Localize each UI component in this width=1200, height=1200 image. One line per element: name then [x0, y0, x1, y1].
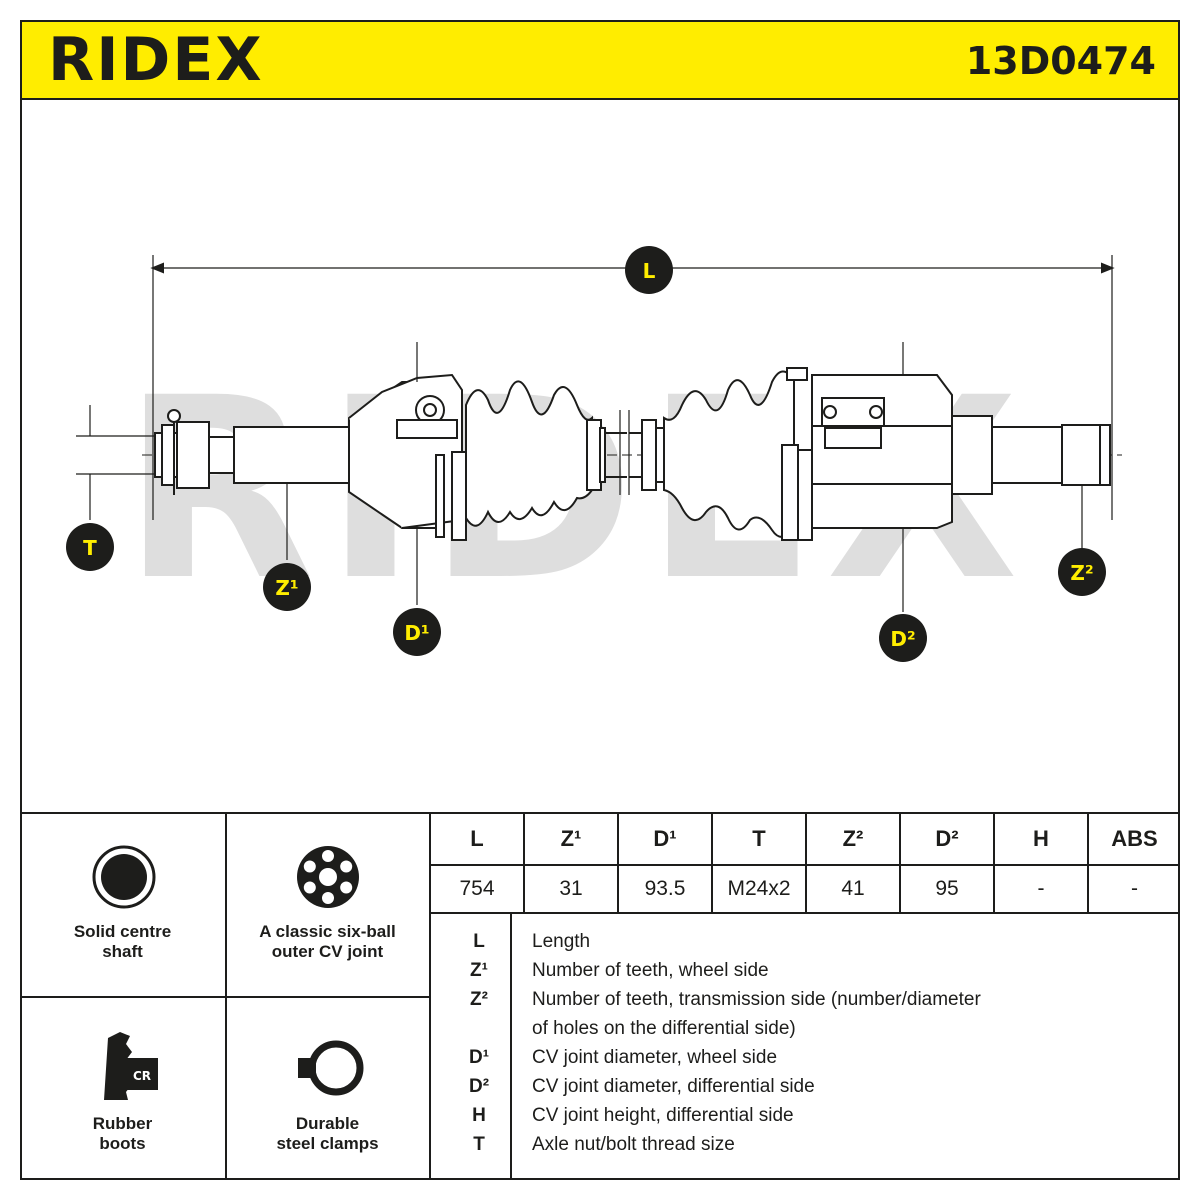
header-bar: RIDEX 13D0474 [20, 20, 1180, 100]
legend-text: CV joint diameter, wheel side [532, 1047, 778, 1068]
divider [429, 912, 1180, 914]
divider [617, 812, 619, 912]
divider [20, 996, 430, 998]
svg-text:CR: CR [133, 1069, 151, 1083]
spec-header-z2: Z² [842, 826, 864, 851]
spec-header-d1: D¹ [653, 826, 677, 851]
divider [805, 812, 807, 912]
spec-header-t: T [752, 826, 766, 851]
feature-label: boots [99, 1134, 146, 1153]
feature-label: outer CV joint [271, 942, 384, 961]
legend-text: Number of teeth, transmission side (numb… [532, 989, 981, 1010]
spec-header-l: L [470, 826, 484, 851]
legend-key: Z² [470, 989, 488, 1010]
divider [993, 812, 995, 912]
feature-rubber-boots: Rubber boots [20, 1114, 225, 1154]
dimension-badge-z1: Z¹ [263, 563, 311, 611]
svg-text:Z¹: Z¹ [275, 576, 298, 600]
legend-text: CV joint diameter, differential side [532, 1076, 815, 1097]
spec-value-d1: 93.5 [644, 877, 686, 900]
feature-label: Solid centre [73, 922, 172, 941]
feature-steel-clamps: Durable steel clamps [225, 1114, 430, 1154]
legend-key: Z¹ [470, 960, 488, 981]
technical-drawing: RIDEX [22, 100, 1178, 812]
dimension-badge-l: L [625, 246, 673, 294]
legend-text: CV joint height, differential side [532, 1105, 794, 1126]
feature-label: Rubber [92, 1114, 153, 1133]
spec-value-l: 754 [459, 877, 495, 900]
divider [429, 812, 431, 1180]
legend-key: H [472, 1105, 486, 1126]
feature-label: steel clamps [276, 1134, 379, 1153]
legend-key: D¹ [468, 1047, 490, 1068]
six-ball-joint-icon [297, 846, 359, 908]
solid-shaft-icon [92, 845, 156, 909]
spec-header-z1: Z¹ [560, 826, 582, 851]
legend-text: Axle nut/bolt thread size [532, 1134, 735, 1155]
divider [523, 812, 525, 912]
spec-header-h: H [1033, 826, 1049, 851]
svg-text:D¹: D¹ [404, 621, 429, 645]
divider [510, 912, 512, 1180]
spec-value-z2: 41 [841, 877, 865, 900]
feature-label: Durable [295, 1114, 360, 1133]
part-number: 13D0474 [965, 39, 1156, 83]
legend-text: of holes on the differential side) [532, 1018, 796, 1039]
feature-six-ball-joint: A classic six-ball outer CV joint [225, 922, 430, 962]
dimension-badge-z2: Z² [1058, 548, 1106, 596]
svg-text:D²: D² [890, 627, 915, 651]
spec-value-abs: - [1131, 877, 1138, 900]
rubber-boot-icon: CR [104, 1032, 158, 1100]
legend-key: T [473, 1134, 485, 1155]
legend-text: Number of teeth, wheel side [532, 960, 769, 981]
spec-section: Solid centre shaft A classic six-ball ou… [20, 812, 1180, 1180]
feature-label: shaft [102, 942, 143, 961]
divider [20, 812, 1180, 814]
spec-header-d2: D² [935, 826, 959, 851]
feature-label: A classic six-ball [259, 922, 396, 941]
steel-clamp-icon [298, 1040, 364, 1096]
legend-key: L [473, 931, 485, 952]
legend-key: D² [468, 1076, 490, 1097]
dimension-badge-t: T [66, 523, 114, 571]
svg-text:L: L [643, 259, 656, 283]
svg-text:Z²: Z² [1070, 561, 1093, 585]
svg-text:T: T [83, 536, 97, 560]
divider [429, 864, 1180, 866]
divider [711, 812, 713, 912]
legend-text: Length [532, 931, 591, 952]
spec-value-h: - [1037, 877, 1045, 900]
drive-shaft-drawing: L T Z¹ D¹ D² Z² [66, 246, 1122, 662]
spec-header-abs: ABS [1111, 826, 1158, 851]
spec-value-t: M24x2 [727, 877, 791, 900]
dimension-badge-d2: D² [879, 614, 927, 662]
feature-solid-shaft: Solid centre shaft [20, 922, 225, 962]
dimension-badge-d1: D¹ [393, 608, 441, 656]
divider [1087, 812, 1089, 912]
spec-value-z1: 31 [559, 877, 583, 900]
spec-value-d2: 95 [935, 877, 959, 900]
brand-logo: RIDEX [48, 25, 264, 95]
divider [899, 812, 901, 912]
